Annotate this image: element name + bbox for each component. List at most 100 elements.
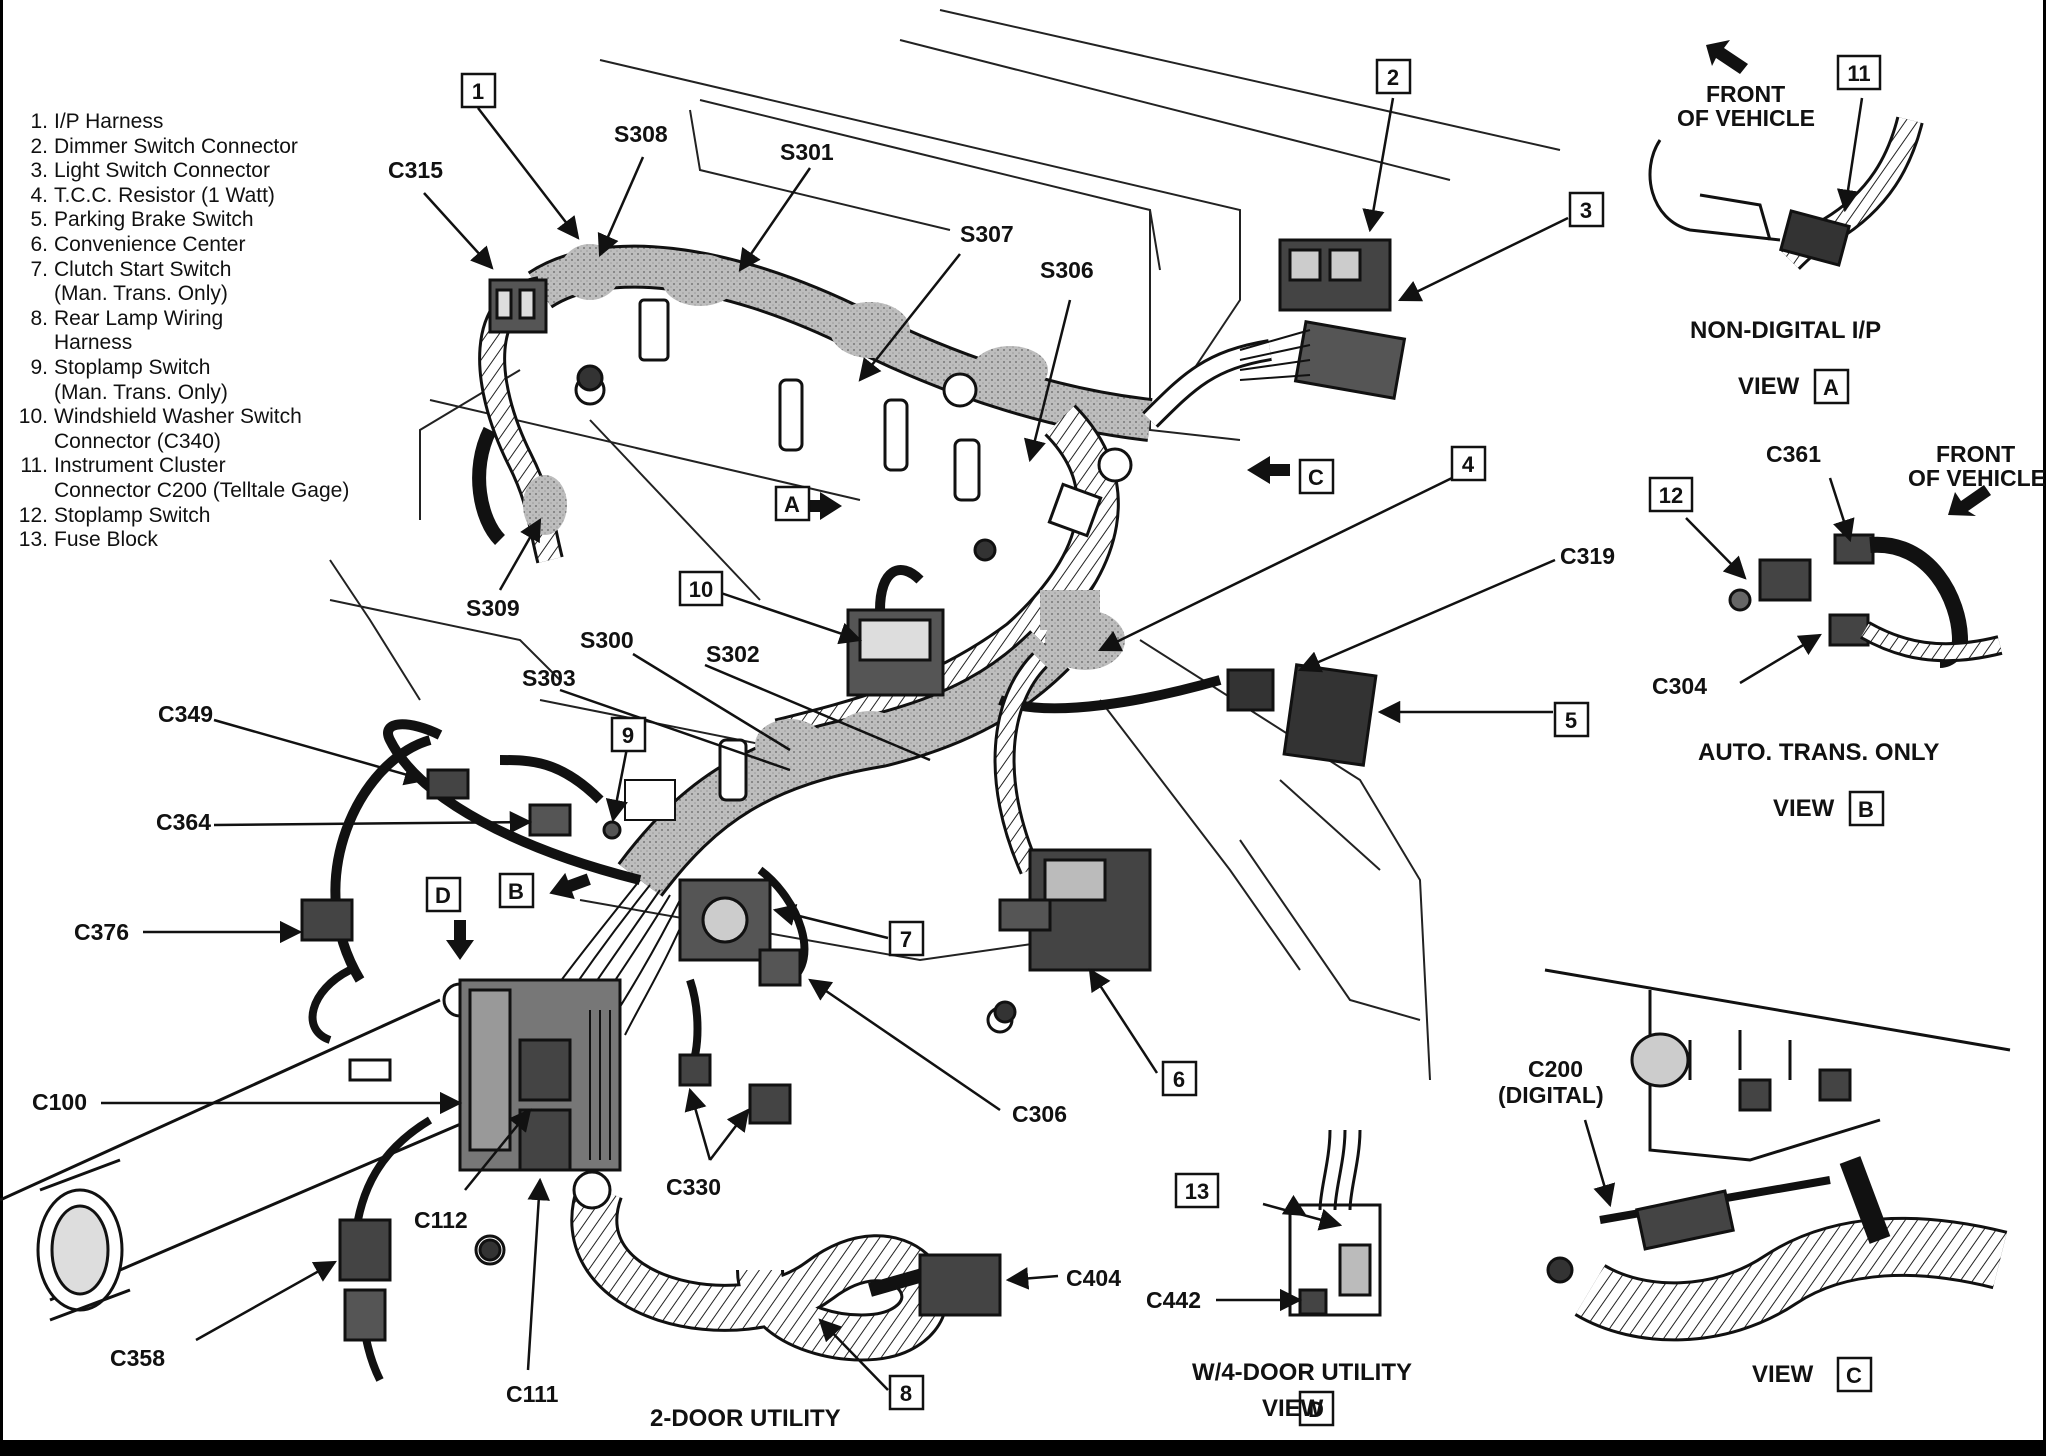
legend-item-number: 8. xyxy=(30,306,48,330)
frame-left-edge xyxy=(0,0,3,1440)
label-c349: C349 xyxy=(158,701,213,727)
label-c376: C376 xyxy=(74,919,129,945)
label-c364: C364 xyxy=(156,809,211,835)
view-arrows xyxy=(446,40,1991,960)
auto-trans-caption: AUTO. TRANS. ONLY xyxy=(1698,739,1939,766)
label-c358: C358 xyxy=(110,1345,165,1371)
label-s302: S302 xyxy=(706,641,760,667)
legend-item-text: T.C.C. Resistor (1 Watt) xyxy=(54,183,275,207)
box-13 xyxy=(1174,1172,1220,1209)
box-a-label: A xyxy=(784,492,800,517)
legend-item: 13.Fuse Block xyxy=(8,528,388,553)
box-6 xyxy=(1161,1060,1198,1097)
view-b-word: VIEW xyxy=(1773,795,1835,822)
legend-item-number: 9. xyxy=(30,355,48,379)
legend-item: 12.Stoplamp Switch xyxy=(8,504,388,529)
legend-item-text: I/P Harness xyxy=(54,110,164,133)
legend-item-number: 4. xyxy=(30,183,48,207)
label-c112: C112 xyxy=(414,1207,468,1233)
legend-item-number: 7. xyxy=(30,257,48,281)
four-door-caption: W/4-DOOR UTILITY xyxy=(1192,1359,1412,1386)
callout-labels: C315 S308 S301 S307 S306 S309 S300 S302 … xyxy=(32,121,1821,1407)
box-c xyxy=(1298,458,1335,495)
label-s300: S300 xyxy=(580,627,634,653)
view-b-arrow xyxy=(549,872,591,900)
front-of-vehicle-b-line2: OF VEHICLE xyxy=(1908,465,2046,491)
view-d-letter: D xyxy=(1308,1397,1324,1422)
front-arrow-b xyxy=(1948,485,1991,516)
box-4-label: 4 xyxy=(1462,452,1475,477)
label-s308: S308 xyxy=(614,121,668,147)
dash-structure xyxy=(329,9,1561,1081)
box-c-label: C xyxy=(1308,465,1324,490)
legend-item-text: Windshield Washer Switch Connector (C340… xyxy=(54,405,302,453)
components xyxy=(300,238,1407,1342)
legend-item: 7.Clutch Start Switch (Man. Trans. Only) xyxy=(8,258,388,307)
view-a-word: VIEW xyxy=(1738,373,1800,400)
view-d-box xyxy=(1298,1390,1335,1427)
box-6-label: 6 xyxy=(1173,1067,1185,1092)
legend-item: 2.Dimmer Switch Connector xyxy=(8,135,388,160)
legend-item-number: 10. xyxy=(18,405,48,429)
label-c304: C304 xyxy=(1652,673,1707,699)
box-10-label: 10 xyxy=(689,577,713,602)
box-b-label: B xyxy=(508,879,524,904)
legend-item: 4.T.C.C. Resistor (1 Watt) xyxy=(8,184,388,209)
legend-item-text: Dimmer Switch Connector xyxy=(54,134,298,158)
legend-item-text: Convenience Center xyxy=(54,232,246,256)
view-b-box xyxy=(1848,790,1885,827)
box-4 xyxy=(1450,445,1487,482)
two-door-caption: 2-DOOR UTILITY xyxy=(650,1405,841,1432)
view-c-arrow xyxy=(1247,456,1290,484)
box-2-label: 2 xyxy=(1387,65,1399,90)
legend-item: 8.Rear Lamp Wiring Harness xyxy=(8,307,388,356)
box-5 xyxy=(1553,701,1590,738)
view-captions: FRONT OF VEHICLE NON-DIGITAL I/P VIEW A … xyxy=(650,81,2046,1432)
view-a-inset xyxy=(1648,116,1924,270)
label-s301: S301 xyxy=(780,139,834,165)
label-digital: (DIGITAL) xyxy=(1498,1082,1604,1108)
label-s306: S306 xyxy=(1040,257,1094,283)
legend-item: 6.Convenience Center xyxy=(8,233,388,258)
box-labels: 1 2 3 4 5 6 7 8 9 10 11 12 13 A C B D xyxy=(435,61,1871,1406)
box-1 xyxy=(460,72,497,109)
label-s309: S309 xyxy=(466,595,520,621)
box-11 xyxy=(1836,54,1882,91)
number-boxes xyxy=(425,54,1885,1427)
view-c-box xyxy=(1836,1356,1873,1393)
bottom-border-bar xyxy=(0,1440,2046,1456)
view-a-box xyxy=(1813,368,1850,405)
legend-item-text: Instrument Cluster Connector C200 (Tellt… xyxy=(54,454,350,502)
front-of-vehicle-a-line2: OF VEHICLE xyxy=(1677,105,1815,131)
legend-item-number: 1. xyxy=(30,110,48,133)
label-c200: C200 xyxy=(1528,1056,1583,1082)
label-c100: C100 xyxy=(32,1089,87,1115)
label-c361: C361 xyxy=(1766,441,1821,467)
legend-item-text: Rear Lamp Wiring Harness xyxy=(54,306,224,355)
legend-item-text: Clutch Start Switch (Man. Trans. Only) xyxy=(54,257,232,306)
box-12 xyxy=(1648,476,1694,513)
legend-item-text: Parking Brake Switch xyxy=(54,208,254,232)
front-of-vehicle-b-line1: FRONT xyxy=(1936,441,2015,467)
box-11-label: 11 xyxy=(1847,61,1870,86)
front-arrow-a xyxy=(1706,40,1748,74)
legend-item-text: Fuse Block xyxy=(54,528,158,552)
box-9 xyxy=(610,716,647,753)
leader-lines xyxy=(101,97,1864,1391)
legend-item-number: 6. xyxy=(30,232,48,256)
label-s307: S307 xyxy=(960,221,1014,247)
non-digital-caption: NON-DIGITAL I/P xyxy=(1690,317,1881,344)
box-3-label: 3 xyxy=(1580,198,1592,223)
box-7 xyxy=(888,920,925,957)
label-c404: C404 xyxy=(1066,1265,1121,1291)
label-c330: C330 xyxy=(666,1174,721,1200)
frame-right-edge xyxy=(2043,0,2046,1440)
box-d xyxy=(425,876,462,913)
view-a-arrow xyxy=(800,492,842,520)
label-c315: C315 xyxy=(388,157,443,183)
box-13-label: 13 xyxy=(1185,1179,1209,1204)
front-of-vehicle-a-line1: FRONT xyxy=(1706,81,1785,107)
view-c-inset xyxy=(1544,968,2011,1342)
